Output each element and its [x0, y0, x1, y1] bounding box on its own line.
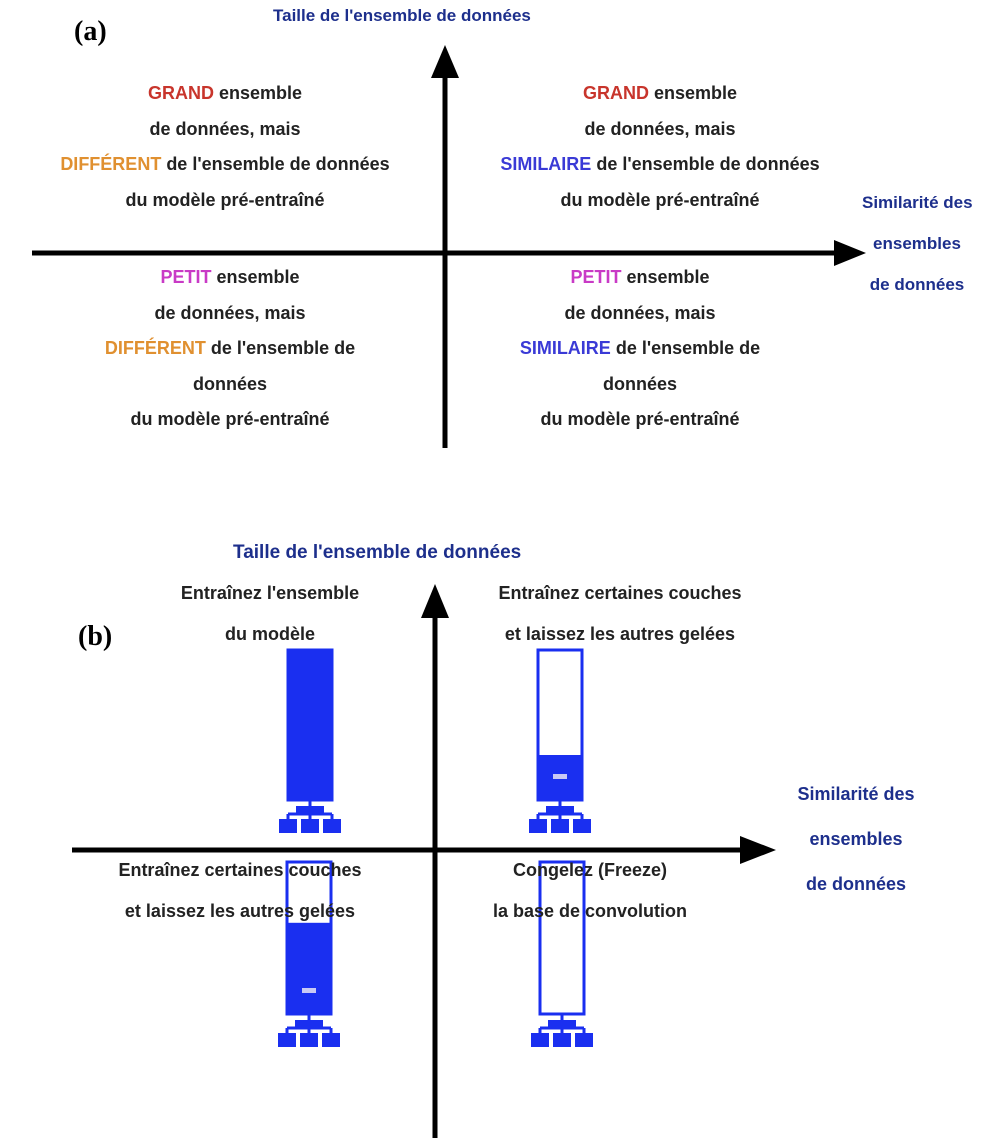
quad-text: de l'ensemble de — [610, 338, 761, 358]
network-node — [301, 819, 319, 833]
quad-text: Entraînez l'ensemble — [180, 583, 360, 603]
quad-text: Congelez (Freeze) — [512, 860, 668, 880]
model-glyph-top-left — [279, 648, 341, 833]
network-node — [531, 1033, 549, 1047]
panel-b-y-arrowhead — [421, 584, 449, 618]
quad-text: et laissez les autres gelées — [124, 901, 356, 921]
model-glyph-bottom-left — [278, 860, 340, 1047]
panel-b-x-arrowhead — [740, 836, 776, 864]
network-node — [573, 819, 591, 833]
quad-text: de l'ensemble de données — [161, 154, 390, 174]
panel-a-y-axis-title: Taille de l'ensemble de données — [273, 6, 531, 25]
model-glyphs — [278, 648, 593, 1047]
model-highlight-mark — [553, 774, 567, 779]
similarity-word: SIMILAIRE — [500, 154, 592, 174]
model-highlight-mark — [302, 988, 316, 993]
network-node-top — [295, 1020, 323, 1028]
panel-a-quadrant-bottom-right: PETIT ensemble de données, mais SIMILAIR… — [450, 260, 830, 438]
panel-b-quadrant-top-right: Entraînez certaines couches et laissez l… — [450, 573, 790, 655]
quad-text: ensemble — [648, 83, 738, 103]
size-word: GRAND — [147, 83, 214, 103]
panel-b-label: (b) — [78, 621, 113, 652]
panel-b-x-axis-title-line: de données — [805, 874, 907, 894]
panel-a-x-axis-title-line: ensembles — [873, 234, 961, 253]
quad-text: de données, mais — [564, 302, 716, 323]
panel-a-x-axis-title-line: Similarité des — [862, 193, 973, 212]
panel-b-quadrant-bottom-right: Congelez (Freeze) la base de convolution — [440, 850, 740, 932]
panel-a-x-axis-title: Similarité des ensembles de données — [862, 182, 973, 305]
quad-text: ensemble — [213, 83, 303, 103]
quad-text: ensemble — [621, 267, 710, 287]
network-node — [551, 819, 569, 833]
model-trained-fill — [287, 922, 331, 1014]
panel-b-quadrant-top-left: Entraînez l'ensemble du modèle — [120, 573, 420, 655]
quad-text: de l'ensemble de — [205, 338, 356, 358]
network-node — [279, 819, 297, 833]
size-word: GRAND — [582, 83, 649, 103]
model-glyph-top-right — [529, 648, 591, 833]
size-word: PETIT — [570, 267, 622, 287]
network-node — [575, 1033, 593, 1047]
network-node — [553, 1033, 571, 1047]
quad-text: la base de convolution — [492, 901, 688, 921]
panel-b-x-axis-title-line: ensembles — [809, 829, 903, 849]
quad-text: du modèle — [224, 624, 315, 644]
network-node — [300, 1033, 318, 1047]
similarity-word: DIFFÉRENT — [104, 338, 206, 358]
panel-b-x-axis-title: Similarité des ensembles de données — [756, 772, 956, 907]
panel-b-x-axis-title-line: Similarité des — [797, 784, 915, 804]
network-node — [529, 819, 547, 833]
quad-text: Entraînez certaines couches — [498, 583, 742, 603]
network-node-top — [296, 806, 324, 814]
model-glyph-bottom-right — [531, 860, 593, 1047]
network-node-top — [546, 806, 574, 814]
panel-a-x-arrowhead — [834, 240, 866, 266]
network-node — [322, 1033, 340, 1047]
quad-text: de données, mais — [584, 118, 736, 139]
quad-text: du modèle pré-entraîné — [130, 409, 330, 429]
panel-a-quadrant-top-left: GRAND ensemble de données, mais DIFFÉREN… — [0, 76, 450, 218]
quad-text: et laissez les autres gelées — [504, 624, 736, 644]
network-node — [323, 819, 341, 833]
quad-text: du modèle pré-entraîné — [540, 409, 740, 429]
quad-text: ensemble — [211, 267, 300, 287]
size-word: PETIT — [160, 267, 212, 287]
model-column-outline — [538, 860, 586, 1016]
panel-a-axes — [32, 45, 866, 448]
quad-text: du modèle pré-entraîné — [560, 189, 760, 210]
panel-a-quadrant-top-right: GRAND ensemble de données, mais SIMILAIR… — [430, 76, 890, 218]
similarity-word: DIFFÉRENT — [60, 154, 162, 174]
network-node — [278, 1033, 296, 1047]
panel-b-y-axis-title: Taille de l'ensemble de données — [233, 542, 522, 563]
panel-b-quadrant-bottom-left: Entraînez certaines couches et laissez l… — [50, 850, 430, 932]
similarity-word: SIMILAIRE — [519, 338, 611, 358]
model-trained-fill — [288, 650, 332, 800]
panel-a-x-axis-title-line: de données — [869, 275, 965, 294]
network-node-top — [548, 1020, 576, 1028]
quad-text: données — [192, 373, 267, 394]
panel-a-quadrant-bottom-left: PETIT ensemble de données, mais DIFFÉREN… — [30, 260, 430, 438]
panel-a-y-arrowhead — [431, 45, 459, 78]
quad-text: Entraînez certaines couches — [118, 860, 362, 880]
quad-text: de données, mais — [149, 118, 301, 139]
quad-text: de données, mais — [154, 302, 306, 323]
quad-text: de l'ensemble de données — [591, 154, 820, 174]
panel-a-label: (a) — [74, 16, 107, 47]
panel-b-axes — [72, 584, 776, 1138]
quad-text: données — [602, 373, 677, 394]
quad-text: du modèle pré-entraîné — [125, 189, 325, 210]
